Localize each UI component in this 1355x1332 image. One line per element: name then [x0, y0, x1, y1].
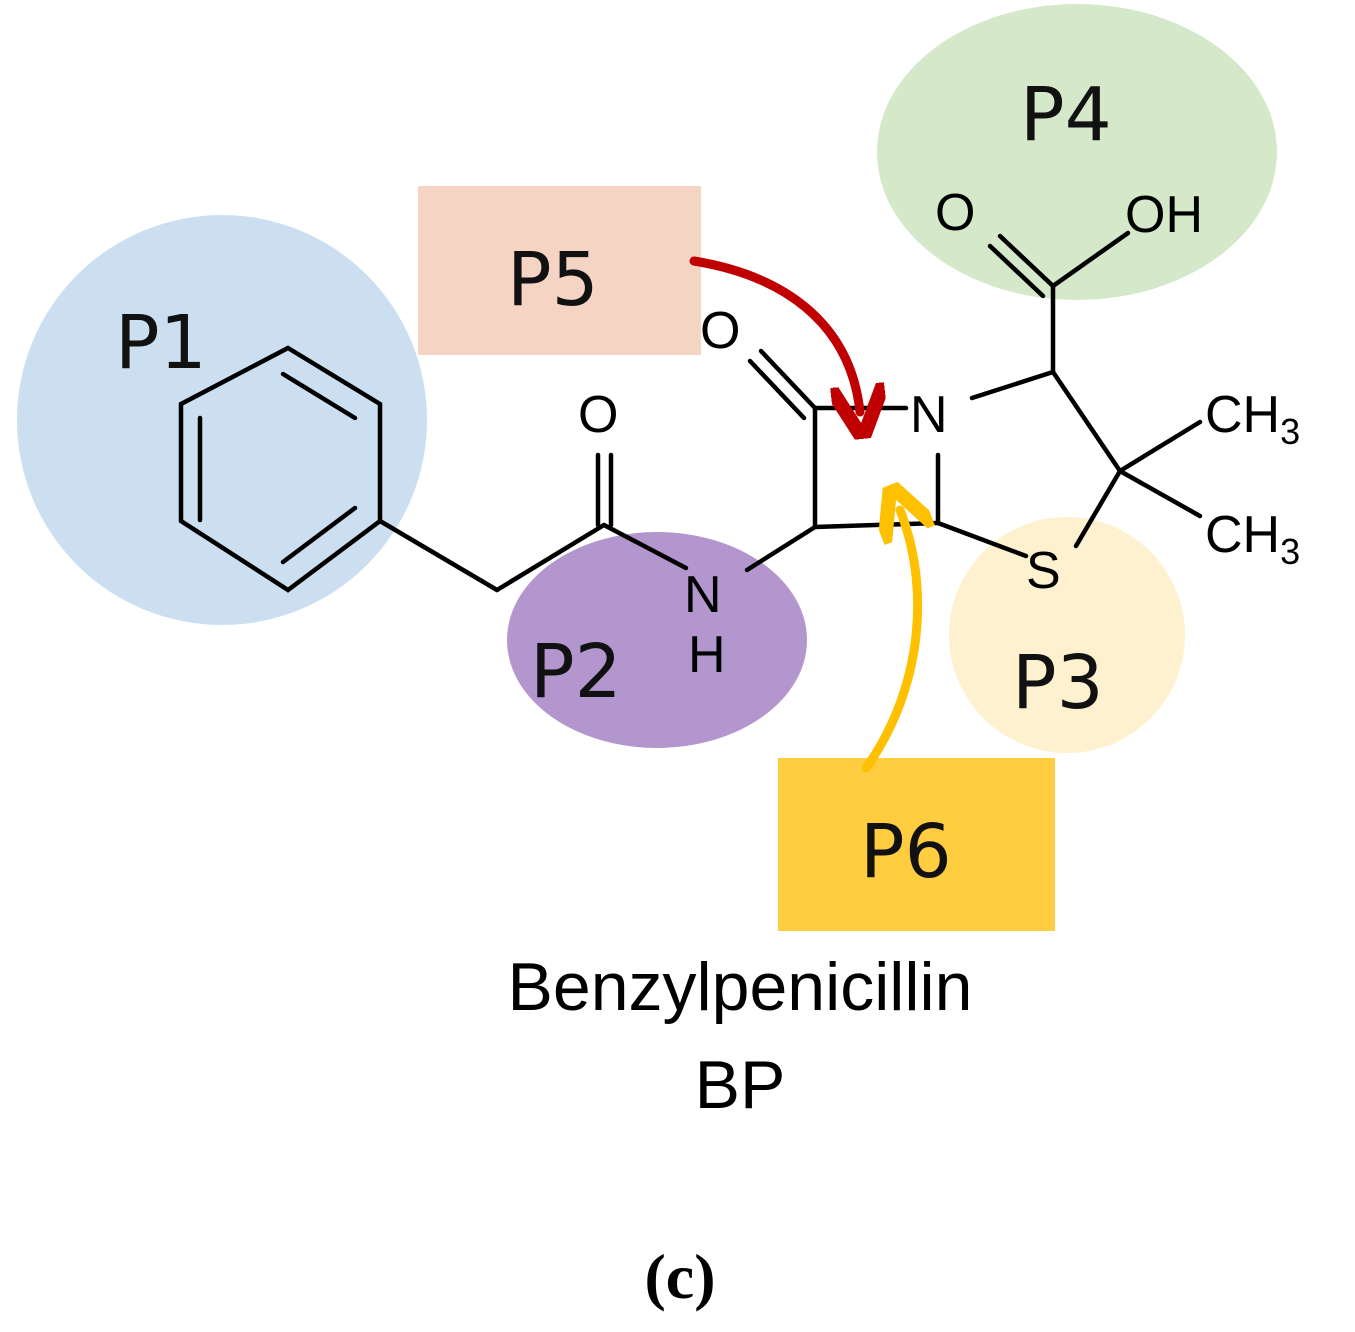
p5-label: P5 [507, 237, 599, 323]
acid-hydroxyl: OH [1125, 186, 1203, 244]
methyl-group-1: CH3 [1205, 386, 1300, 452]
p6-label: P6 [860, 809, 952, 895]
p2-region [507, 532, 807, 748]
p4-label: P4 [1020, 72, 1112, 158]
panel-label: (c) [644, 1241, 715, 1312]
p3-region [949, 517, 1185, 753]
benzene-ring [178, 345, 383, 593]
p2-label: P2 [530, 629, 622, 715]
amide-hydrogen: H [688, 626, 726, 684]
ring-nitrogen: N [910, 386, 948, 444]
p1-region [17, 215, 427, 625]
p6-arrow [861, 510, 918, 773]
methyl-group-2: CH3 [1205, 506, 1300, 572]
p1-label: P1 [115, 300, 207, 386]
sulfur-atom: S [1026, 542, 1061, 600]
acid-oxygen: O [935, 184, 975, 242]
amide-nitrogen: N [684, 566, 722, 624]
lactam-oxygen: O [700, 302, 740, 360]
compound-name: Benzylpenicillin [508, 949, 973, 1025]
p5-box [418, 186, 701, 355]
p4-region [877, 4, 1277, 300]
molecule-bonds [377, 230, 1203, 593]
p5-arrow [689, 256, 860, 412]
compound-abbreviation: BP [695, 1047, 786, 1123]
p3-label: P3 [1012, 640, 1104, 726]
p6-box [778, 758, 1055, 931]
amide-oxygen: O [578, 386, 618, 444]
